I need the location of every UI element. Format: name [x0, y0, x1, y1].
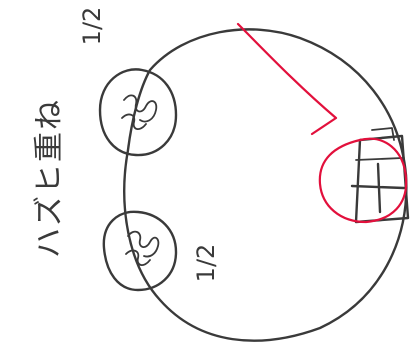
- large-circle: [123, 28, 408, 342]
- right-box-inner-line: [355, 127, 403, 161]
- fraction-top: 1/2: [78, 6, 106, 46]
- top-circle-loops: [121, 94, 158, 130]
- bottom-circle-loops: [125, 230, 160, 266]
- fraction-bottom: 1/2: [192, 243, 220, 283]
- right-box: [354, 134, 410, 224]
- bottom-small-circle: [102, 210, 178, 292]
- red-circle: [318, 137, 408, 224]
- plus-mark: [350, 162, 406, 214]
- top-small-circle: [98, 68, 178, 157]
- vertical-label: ハズヒ重ね: [32, 98, 67, 258]
- red-pointer-line: [236, 22, 338, 136]
